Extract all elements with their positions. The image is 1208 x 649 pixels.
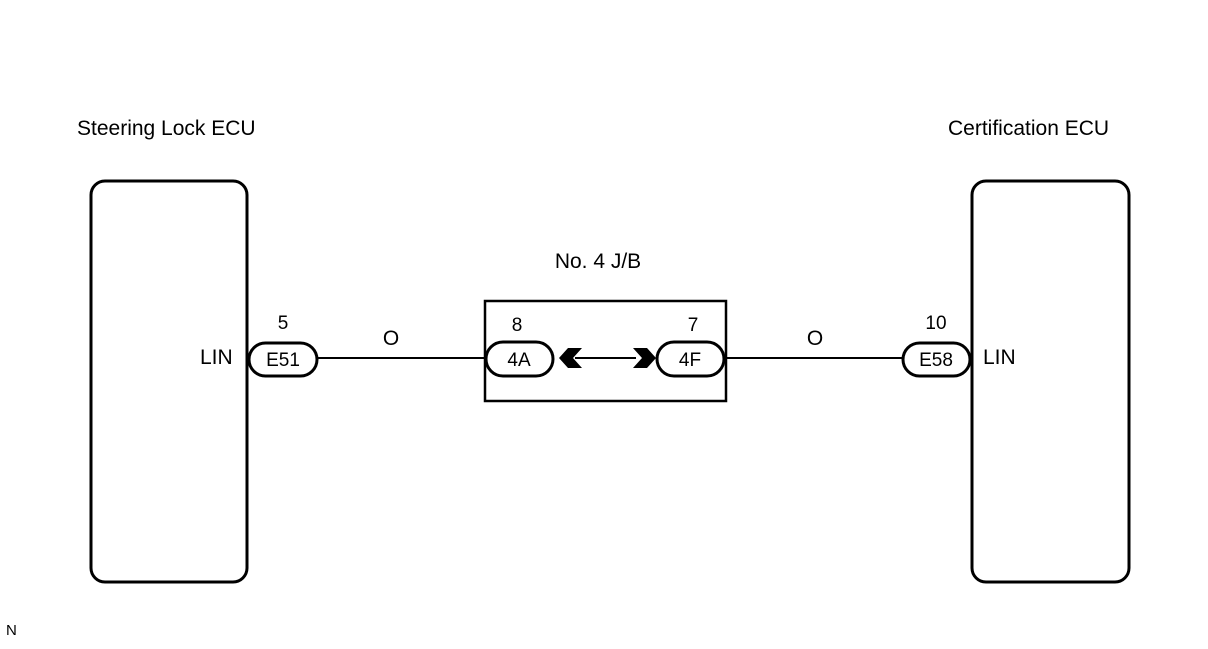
e51-pin-number: 5 xyxy=(278,313,289,334)
4a-connector xyxy=(484,340,555,378)
certification-lin-pin-label: LIN xyxy=(983,346,1016,369)
certification-ecu-title: Certification ECU xyxy=(948,117,1109,140)
e58-pin-number: 10 xyxy=(925,313,946,334)
certification-ecu-box xyxy=(970,179,1131,584)
e58-connector-label: E58 xyxy=(919,350,953,371)
4f-pin-number: 7 xyxy=(688,315,699,336)
right-chevron-icon xyxy=(633,348,656,368)
e51-connector xyxy=(247,341,319,378)
wire-right-color: O xyxy=(807,327,823,350)
4f-connector-label: 4F xyxy=(679,350,701,371)
e51-connector-label: E51 xyxy=(266,350,300,371)
e58-connector xyxy=(901,341,972,378)
junction-block-box xyxy=(483,299,728,403)
4a-connector-label: 4A xyxy=(507,350,531,371)
steering-lock-ecu-title: Steering Lock ECU xyxy=(77,117,256,140)
corner-mark: N xyxy=(6,622,17,639)
4a-pin-number: 8 xyxy=(512,315,523,336)
wire-left-color: O xyxy=(383,327,399,350)
steering-lock-lin-pin-label: LIN xyxy=(200,346,233,369)
junction-block-title: No. 4 J/B xyxy=(555,250,641,273)
steering-lock-ecu-box xyxy=(89,179,249,584)
left-chevron-icon xyxy=(559,348,582,368)
